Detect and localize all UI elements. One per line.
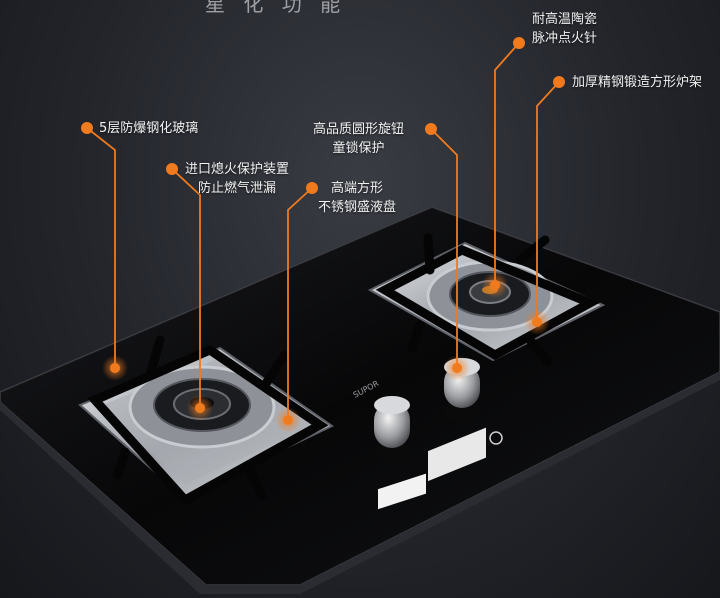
callout-ignition: 耐高温陶瓷 脉冲点火针 (532, 10, 597, 48)
callout-flameout: 进口熄火保护装置 防止燃气泄漏 (185, 160, 289, 198)
callout-flameout-line1: 进口熄火保护装置 (185, 162, 290, 177)
callout-ignition-line2: 脉冲点火针 (532, 31, 598, 46)
callout-grate-line1: 加厚精钢锻造方形炉架 (572, 75, 703, 90)
callout-glass: 5层防爆钢化玻璃 (99, 119, 198, 138)
barcode-sticker (378, 473, 426, 510)
callout-knob-line2: 童锁保护 (332, 141, 385, 156)
left-grate (87, 335, 329, 506)
header-fragment: 星 化 功 能 (205, 0, 347, 16)
callout-ignition-dot (482, 37, 525, 298)
callout-tray-line2: 不锈钢盛液盘 (318, 200, 397, 215)
callout-lines (86, 42, 560, 420)
callout-knob-dot (425, 123, 470, 381)
callout-dots (81, 37, 565, 433)
callout-tray-dot (275, 182, 318, 433)
callout-knob-line1: 高品质圆形旋钮 (313, 122, 405, 137)
right-grate (375, 233, 601, 367)
callout-tray-line1: 高端方形 (331, 181, 384, 196)
callout-grate-dot (524, 76, 565, 335)
callout-flameout-line2: 防止燃气泄漏 (198, 181, 277, 196)
callout-glass-dot (81, 122, 128, 381)
left-knob (374, 396, 410, 462)
callout-glass-line1: 5层防爆钢化玻璃 (99, 121, 199, 136)
callout-grate: 加厚精钢锻造方形炉架 (572, 73, 702, 92)
callout-knob: 高品质圆形旋钮 童锁保护 (313, 120, 404, 158)
callout-tray: 高端方形 不锈钢盛液盘 (318, 179, 396, 217)
spec-sticker (428, 427, 486, 482)
callout-flameout-dot (166, 163, 213, 421)
callout-ignition-line1: 耐高温陶瓷 (532, 12, 598, 27)
cert-logo (489, 431, 503, 445)
